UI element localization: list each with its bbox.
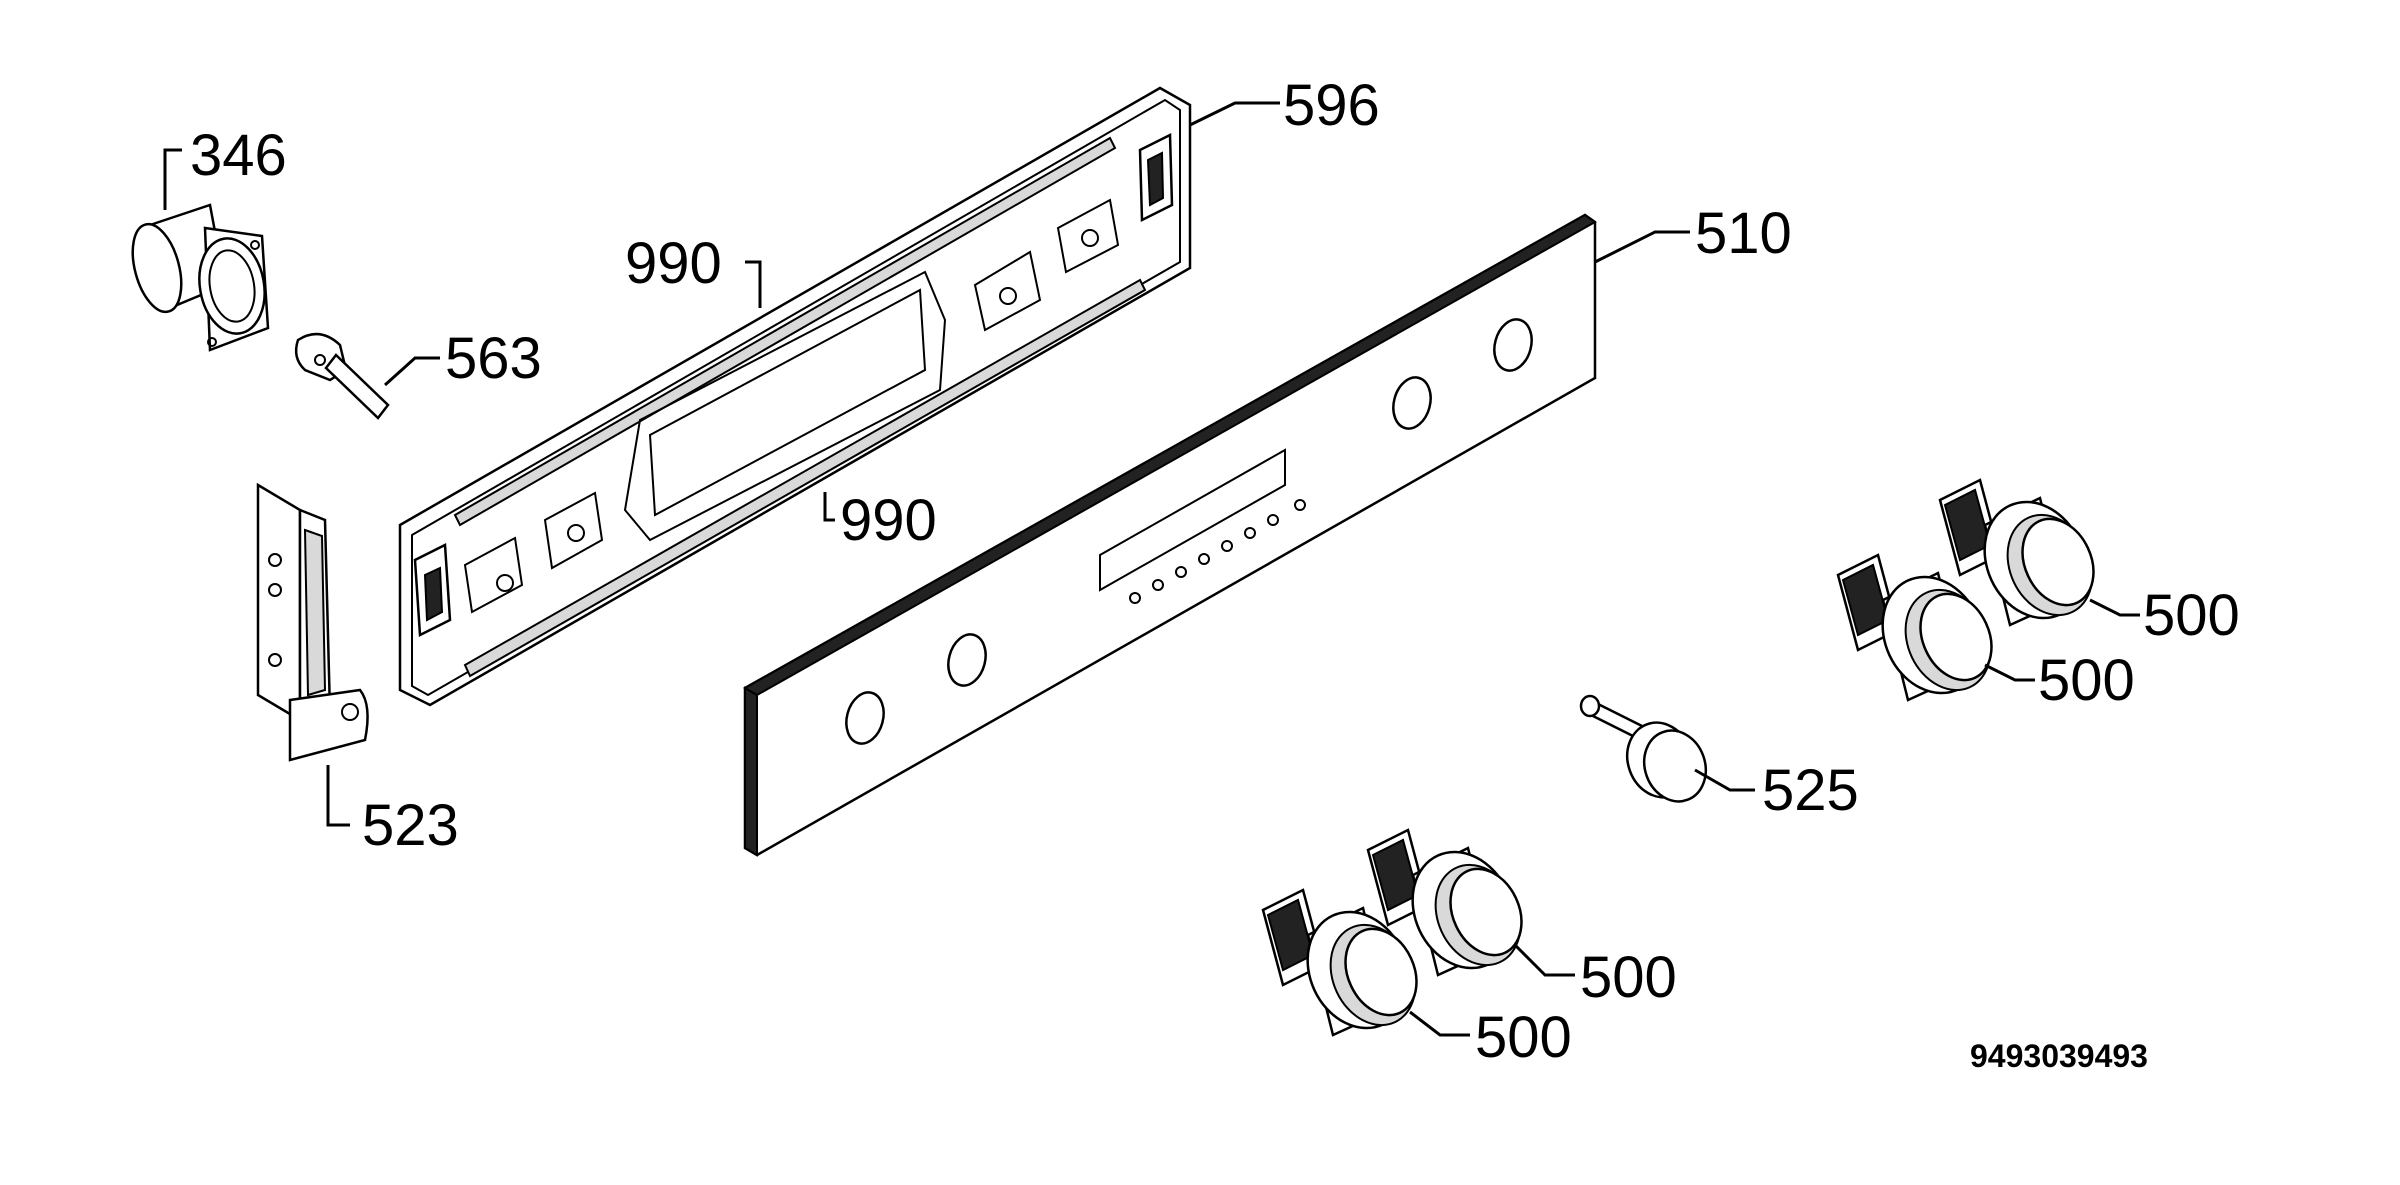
label-525: 525 [1762, 758, 1859, 823]
part-500-knob-d [1261, 888, 1418, 1037]
part-500-knob-c [1366, 828, 1523, 977]
label-990-top: 990 [625, 231, 722, 296]
part-596-frame [398, 86, 1192, 707]
label-500-c: 500 [1580, 945, 1677, 1010]
label-563: 563 [445, 326, 542, 391]
part-523-bracket [256, 482, 369, 762]
part-525-button [1579, 694, 1708, 803]
part-500-knob-b [1836, 553, 1993, 702]
part-510-front-panel [742, 213, 1597, 857]
label-500-d: 500 [1475, 1005, 1572, 1070]
label-596: 596 [1283, 73, 1380, 138]
part-500-knob-a [1938, 478, 2095, 627]
label-346: 346 [190, 123, 287, 188]
label-500-a: 500 [2143, 583, 2240, 648]
label-523: 523 [362, 793, 459, 858]
label-500-b: 500 [2038, 648, 2135, 713]
drawing-code: 9493039493 [1970, 1038, 2148, 1074]
label-990-bottom: 990 [840, 488, 937, 553]
part-346-sleeve [131, 203, 270, 352]
label-510: 510 [1695, 201, 1792, 266]
part-563-clip [294, 332, 390, 420]
